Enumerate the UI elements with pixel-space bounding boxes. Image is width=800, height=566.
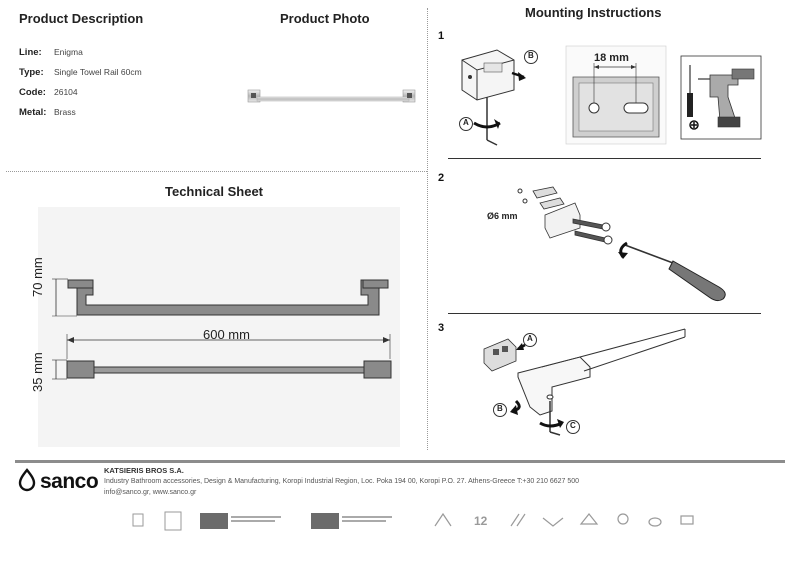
- field-value: Brass: [54, 107, 76, 117]
- footer-address: Industry Bathroom accessories, Design & …: [104, 478, 580, 485]
- callout-a-label: A: [463, 118, 469, 127]
- section-divider: [6, 171, 427, 172]
- product-photo-title: Product Photo: [280, 11, 370, 26]
- footer-contact: info@sanco.gr, www.sanco.gr: [104, 489, 197, 496]
- callout-a-icon: [523, 333, 537, 347]
- field-type: Type: Single Towel Rail 60cm: [19, 62, 199, 82]
- product-photo-image: [247, 89, 416, 103]
- drill-size-label: Ø6 mm: [487, 211, 518, 221]
- certifications-row: 12: [132, 511, 694, 531]
- dimension-width: 600 mm: [203, 327, 250, 342]
- footer-company: KATSIERIS BROS S.A.: [104, 466, 184, 475]
- step-1-hole-template: [565, 45, 667, 145]
- field-value: Single Towel Rail 60cm: [54, 67, 142, 77]
- step-1-bracket-illustration: [461, 49, 526, 146]
- step-3-number: 3: [438, 322, 445, 334]
- step-1-number: 1: [438, 30, 445, 42]
- step-2-number: 2: [438, 172, 445, 184]
- product-description-title: Product Description: [19, 11, 144, 26]
- callout-c-label: C: [570, 421, 576, 430]
- footer-rule: [15, 460, 785, 463]
- field-value: Enigma: [54, 47, 83, 57]
- step-3-assembly-illustration: [483, 328, 686, 436]
- technical-drawing-panel: [38, 207, 400, 447]
- callout-b-icon: [524, 50, 538, 64]
- hole-spacing-label: 18 mm: [594, 52, 629, 64]
- callout-b-label: B: [497, 404, 503, 413]
- dimension-height-bottom: 35 mm: [30, 352, 45, 392]
- field-label: Metal:: [19, 106, 47, 118]
- field-label: Line:: [19, 46, 42, 58]
- step-separator: [448, 313, 761, 314]
- callout-b-label: B: [528, 51, 534, 60]
- field-value: 26104: [54, 87, 78, 97]
- field-line: Line: Enigma: [19, 42, 199, 62]
- field-metal: Metal: Brass: [19, 102, 199, 122]
- svg-text:12: 12: [474, 514, 488, 528]
- technical-drawing: [52, 278, 392, 380]
- step-2-screw-illustration: [517, 186, 726, 302]
- product-fields: Line: Enigma Type: Single Towel Rail 60c…: [19, 42, 199, 122]
- callout-b-icon: [493, 403, 507, 417]
- callout-a-label: A: [527, 334, 533, 343]
- field-label: Type:: [19, 66, 44, 78]
- dimension-height-top: 70 mm: [30, 257, 45, 297]
- sanco-logo-icon: [18, 468, 36, 492]
- column-divider: [427, 8, 428, 450]
- technical-sheet-title: Technical Sheet: [165, 184, 264, 199]
- callout-a-icon: [459, 117, 473, 131]
- step-separator: [448, 158, 761, 159]
- footer-brand: sanco: [40, 470, 99, 493]
- field-code: Code: 26104: [19, 82, 199, 102]
- mounting-instructions-title: Mounting Instructions: [525, 5, 662, 20]
- step-1-tools-illustration: [680, 55, 762, 140]
- field-label: Code:: [19, 86, 46, 98]
- callout-c-icon: [566, 420, 580, 434]
